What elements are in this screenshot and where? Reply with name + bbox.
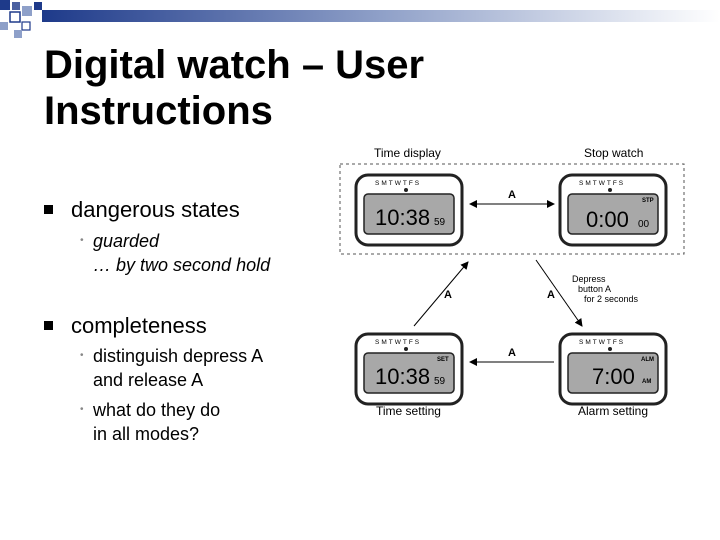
note-two-seconds: for 2 seconds (584, 294, 639, 304)
svg-text:SMTWTFS: SMTWTFS (375, 339, 421, 346)
note-button-a: button A (578, 284, 611, 294)
svg-text:A: A (508, 347, 516, 359)
corner-decoration (0, 0, 720, 38)
watch-state-diagram: Time display Stop watch Time setting Ala… (339, 146, 685, 418)
watch-stop-watch: SMTWTFS STP 0:00 00 (558, 173, 668, 247)
sub-bullet-dot-icon: • (80, 350, 84, 361)
svg-text:SMTWTFS: SMTWTFS (579, 180, 625, 187)
sub-bullet-dot-icon: • (80, 404, 84, 415)
svg-text:STP: STP (642, 198, 654, 204)
svg-text:ALM: ALM (641, 357, 654, 363)
svg-text:00: 00 (638, 219, 650, 230)
svg-text:59: 59 (434, 217, 446, 228)
svg-text:SMTWTFS: SMTWTFS (579, 339, 625, 346)
watch-time-display: SMTWTFS 10:38 59 (354, 173, 464, 247)
sub-bullet-dot-icon: • (80, 235, 84, 246)
svg-text:A: A (444, 289, 452, 301)
square-bullet-icon (44, 205, 53, 214)
svg-text:SMTWTFS: SMTWTFS (375, 180, 421, 187)
svg-text:SET: SET (437, 357, 449, 363)
watch-alarm-setting: SMTWTFS ALM 7:00 AM (558, 332, 668, 406)
svg-text:10:38: 10:38 (375, 364, 430, 389)
square-bullet-icon (44, 321, 53, 330)
svg-text:A: A (508, 189, 516, 201)
watch-time-setting: SMTWTFS SET 10:38 59 (354, 332, 464, 406)
slide-title-line1: Digital watch – User (44, 43, 425, 87)
svg-text:AM: AM (642, 379, 651, 385)
note-depress: Depress (572, 274, 606, 284)
label-time-display: Time display (374, 146, 441, 160)
svg-text:10:38: 10:38 (375, 205, 430, 230)
svg-text:59: 59 (434, 376, 446, 387)
label-stop-watch: Stop watch (584, 146, 643, 160)
slide-title: Digital watch – User Instructions (44, 42, 544, 134)
slide-title-line2: Instructions (44, 89, 273, 133)
label-alarm-setting: Alarm setting (578, 404, 648, 418)
dashed-group-box (339, 163, 685, 255)
arrow-setting-to-display (413, 261, 469, 327)
label-time-setting: Time setting (376, 404, 441, 418)
svg-text:7:00: 7:00 (592, 364, 635, 389)
arrow-stopwatch-to-alarm (535, 259, 583, 327)
svg-text:A: A (547, 289, 555, 301)
svg-text:0:00: 0:00 (586, 207, 629, 232)
